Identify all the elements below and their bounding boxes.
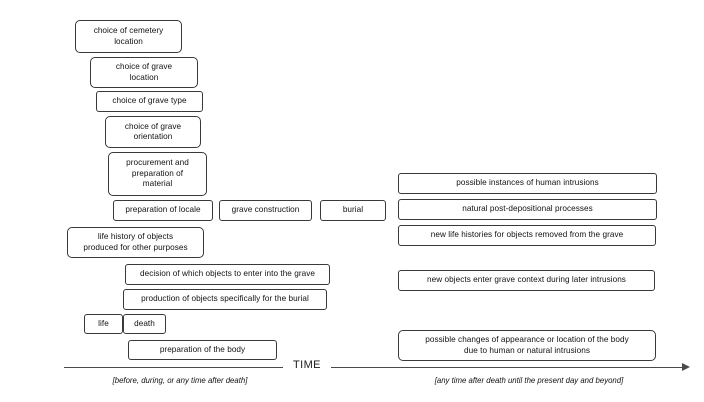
node-production-of-objects-for-burial[interactable]: production of objects specifically for t… bbox=[123, 289, 327, 310]
node-decision-of-which-objects[interactable]: decision of which objects to enter into … bbox=[125, 264, 330, 285]
node-choice-of-grave-orientation[interactable]: choice of grave orientation bbox=[105, 116, 201, 148]
node-label: choice of cemetery location bbox=[93, 26, 164, 46]
node-preparation-of-locale[interactable]: preparation of locale bbox=[113, 200, 213, 221]
node-label: new objects enter grave context during l… bbox=[427, 275, 626, 285]
node-label: grave construction bbox=[231, 205, 300, 215]
node-label: life history of objects produced for oth… bbox=[83, 232, 188, 252]
node-grave-construction[interactable]: grave construction bbox=[219, 200, 312, 221]
node-life-history-of-objects[interactable]: life history of objects produced for oth… bbox=[67, 227, 204, 258]
node-choice-of-grave-type[interactable]: choice of grave type bbox=[96, 91, 203, 112]
node-label: decision of which objects to enter into … bbox=[140, 269, 315, 279]
node-new-life-histories-for-objects[interactable]: new life histories for objects removed f… bbox=[398, 225, 656, 246]
node-possible-instances-of-human-intrusions[interactable]: possible instances of human intrusions bbox=[398, 173, 657, 194]
node-natural-post-depositional-processes[interactable]: natural post-depositional processes bbox=[398, 199, 657, 220]
node-preparation-of-the-body[interactable]: preparation of the body bbox=[128, 340, 277, 360]
node-label: production of objects specifically for t… bbox=[141, 294, 309, 304]
time-axis-line bbox=[64, 367, 684, 368]
node-label: death bbox=[134, 318, 155, 328]
node-choice-of-grave-location[interactable]: choice of grave location bbox=[90, 57, 198, 88]
node-label: possible changes of appearance or locati… bbox=[425, 335, 629, 355]
node-burial[interactable]: burial bbox=[320, 200, 386, 221]
node-label: preparation of locale bbox=[125, 205, 201, 215]
node-label: natural post-depositional processes bbox=[462, 204, 593, 214]
node-label: procurement and preparation of material bbox=[126, 158, 189, 189]
node-label: choice of grave orientation bbox=[124, 121, 182, 141]
node-label: preparation of the body bbox=[159, 344, 246, 354]
node-label: choice of grave location bbox=[115, 62, 173, 82]
time-axis-arrowhead bbox=[682, 362, 690, 371]
node-label: new life histories for objects removed f… bbox=[430, 230, 624, 240]
node-life[interactable]: life bbox=[84, 314, 123, 334]
time-axis-title: TIME bbox=[293, 359, 321, 371]
caption-right: [any time after death until the present … bbox=[434, 376, 624, 385]
node-choice-of-cemetery-location[interactable]: choice of cemetery location bbox=[75, 20, 182, 53]
node-label: life bbox=[98, 318, 109, 328]
node-label: possible instances of human intrusions bbox=[456, 178, 599, 188]
node-possible-changes-of-appearance[interactable]: possible changes of appearance or locati… bbox=[398, 330, 656, 361]
node-new-objects-enter-grave-context[interactable]: new objects enter grave context during l… bbox=[398, 270, 655, 291]
node-label: choice of grave type bbox=[112, 96, 187, 106]
node-procurement-and-preparation-of-material[interactable]: procurement and preparation of material bbox=[108, 152, 207, 196]
caption-left: [before, during, or any time after death… bbox=[112, 376, 248, 385]
node-label: burial bbox=[342, 205, 364, 215]
time-axis-label-gap bbox=[283, 360, 331, 376]
node-death[interactable]: death bbox=[123, 314, 166, 334]
